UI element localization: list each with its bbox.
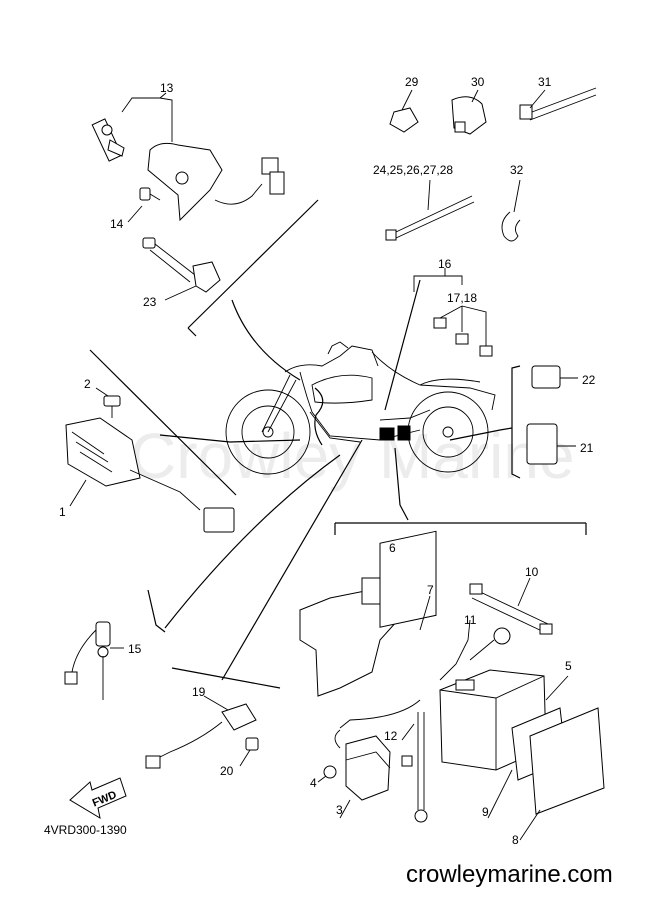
- callout-8: 8: [512, 833, 519, 847]
- callout-5: 5: [565, 659, 572, 673]
- callout-15: 15: [128, 642, 142, 656]
- sensor-part-19: [145, 695, 257, 769]
- fuse-parts-16-18: [413, 268, 493, 357]
- callout-12: 12: [384, 729, 398, 743]
- callout-29: 29: [405, 75, 419, 89]
- clamp-part-30: [451, 89, 487, 135]
- clip-part-32: [501, 179, 521, 242]
- callout-16: 16: [438, 257, 452, 271]
- clamp-part-29: [389, 89, 419, 133]
- group-divider-lines: [89, 199, 587, 689]
- callout-11: 11: [464, 613, 477, 627]
- callout-17-18: 17,18: [447, 291, 477, 305]
- switch-part-15: [64, 621, 124, 700]
- callout-19: 19: [192, 685, 206, 699]
- callout-10: 10: [525, 565, 539, 579]
- callout-23: 23: [143, 295, 157, 309]
- callout-2: 2: [84, 377, 91, 391]
- callout-3: 3: [336, 803, 343, 817]
- forward-direction-arrow: FWD: [69, 777, 127, 820]
- callout-9: 9: [482, 805, 489, 819]
- cable-part-12: [401, 712, 428, 823]
- callout-7: 7: [427, 583, 434, 597]
- callout-14: 14: [110, 217, 124, 231]
- callout-24-28: 24,25,26,27,28: [373, 163, 453, 177]
- cable-tie-part-31: [519, 87, 597, 121]
- relay-part-22: [531, 365, 578, 389]
- relay-part-21: [526, 423, 576, 465]
- footer-site-text: crowleymarine.com: [406, 861, 613, 888]
- callout-31: 31: [538, 75, 552, 89]
- main-switch-assembly: [91, 118, 285, 222]
- callout-20: 20: [220, 764, 234, 778]
- pad-part-8: [519, 707, 605, 841]
- callout-22: 22: [582, 373, 596, 387]
- lead-wire-part-11: [339, 619, 511, 729]
- bolt-part-4: [317, 765, 337, 783]
- starter-relay-part-3: [334, 729, 391, 819]
- callout-6: 6: [389, 541, 396, 555]
- pad-part-7: [379, 530, 437, 631]
- cable-tie-part-24-28: [385, 179, 475, 241]
- cable-part-23: [142, 237, 221, 301]
- callout-13: 13: [160, 81, 174, 95]
- bolt-part-2: [95, 387, 121, 418]
- bolt-part-20: [239, 737, 259, 767]
- callout-13-leader: [121, 92, 173, 142]
- callout-32: 32: [510, 163, 524, 177]
- rectifier-part-1: [65, 417, 235, 533]
- diagram-code: 4VRD300-1390: [44, 823, 127, 837]
- callout-labels: 13 14 23 2 1 15 19 20 29 30 31 24,25,26,…: [59, 75, 596, 847]
- screw-part-14: [127, 187, 161, 223]
- callout-30: 30: [471, 75, 485, 89]
- callout-1: 1: [59, 505, 66, 519]
- callout-4: 4: [310, 776, 317, 790]
- motorcycle-illustration: [225, 341, 496, 475]
- battery-band-part-10: [469, 577, 553, 635]
- callout-21: 21: [580, 441, 594, 455]
